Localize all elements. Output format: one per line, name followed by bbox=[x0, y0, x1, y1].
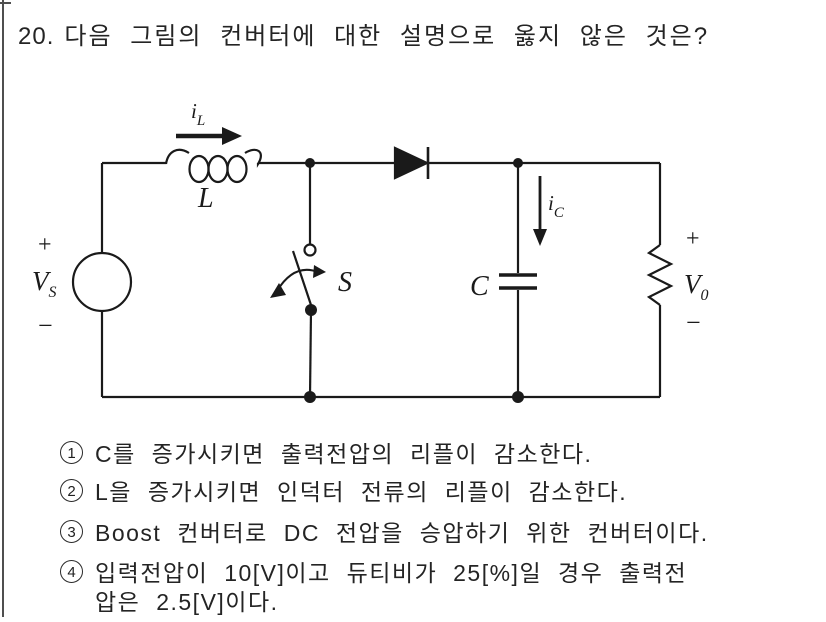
option-3-circled-number: 3 bbox=[60, 520, 83, 543]
inductor-label: L bbox=[197, 183, 214, 214]
inductor-symbol bbox=[164, 148, 262, 184]
switch-arrowhead-left bbox=[270, 283, 286, 298]
source-plus-sign: + bbox=[38, 232, 52, 258]
voltage-source-circle bbox=[71, 251, 133, 313]
diode-symbol bbox=[393, 146, 430, 180]
junction-dot bbox=[305, 158, 315, 168]
option-4-text: 입력전압이 10[V]이고 듀티비가 25[%]일 경우 출력전 압은 2.5[… bbox=[95, 559, 687, 617]
junction-dot bbox=[512, 391, 524, 403]
answer-option-1: 1 C를 증가시키면 출력전압의 리플이 감소한다. bbox=[60, 440, 592, 469]
question-text: 다음 그림의 컨버터에 대한 설명으로 옳지 않은 것은? bbox=[64, 23, 710, 50]
answer-option-2: 2 L을 증가시키면 인덕터 전류의 리플이 감소한다. bbox=[60, 478, 627, 507]
capacitor-current-arrowhead bbox=[533, 229, 547, 246]
junction-dot bbox=[304, 391, 316, 403]
option-4-line-1: 입력전압이 10[V]이고 듀티비가 25[%]일 경우 출력전 bbox=[95, 560, 688, 586]
voltage-source bbox=[71, 163, 133, 397]
capacitor-current-label: iC bbox=[548, 191, 565, 221]
switch-motion-arrow bbox=[276, 268, 319, 292]
switch-arrowhead-right bbox=[313, 265, 326, 278]
question-number: 20. bbox=[18, 23, 55, 50]
output-minus-sign: − bbox=[686, 308, 701, 337]
option-2-text: L을 증가시키면 인덕터 전류의 리플이 감소한다. bbox=[95, 479, 628, 505]
answer-option-4: 4 입력전압이 10[V]이고 듀티비가 25[%]일 경우 출력전 압은 2.… bbox=[60, 559, 687, 617]
page-top-border-tick bbox=[0, 2, 11, 4]
capacitor-symbol bbox=[499, 163, 537, 397]
output-voltage-label: V0 bbox=[684, 269, 709, 304]
junction-dot bbox=[513, 158, 523, 168]
output-plus-sign: + bbox=[686, 226, 700, 252]
source-minus-sign: − bbox=[38, 311, 53, 340]
capacitor-label: C bbox=[470, 271, 489, 302]
source-voltage-label: VS bbox=[32, 266, 57, 301]
option-4-circled-number: 4 bbox=[60, 560, 83, 583]
option-2-circled-number: 2 bbox=[60, 479, 83, 502]
boost-converter-circuit-diagram: + VS − iL L S iC C + V0 − bbox=[32, 99, 709, 403]
option-1-circled-number: 1 bbox=[60, 441, 83, 464]
answer-option-3: 3 Boost 컨버터로 DC 전압을 승압하기 위한 컨버터이다. bbox=[60, 519, 709, 548]
inductor-current-arrowhead bbox=[222, 127, 242, 145]
switch-open-terminal bbox=[303, 243, 317, 257]
option-1-text: C를 증가시키면 출력전압의 리플이 감소한다. bbox=[95, 441, 593, 467]
inductor-current-label: iL bbox=[191, 99, 205, 129]
switch-blade bbox=[291, 250, 314, 309]
option-4-line-2: 압은 2.5[V]이다. bbox=[95, 589, 279, 615]
page-left-border bbox=[2, 0, 4, 617]
question-title: 20. 다음 그림의 컨버터에 대한 설명으로 옳지 않은 것은? bbox=[18, 16, 818, 51]
switch-lower-terminal-dot bbox=[305, 304, 317, 316]
switch-symbol bbox=[276, 163, 319, 398]
load-resistor-symbol bbox=[646, 163, 674, 397]
option-3-text: Boost 컨버터로 DC 전압을 승압하기 위한 컨버터이다. bbox=[95, 520, 709, 546]
switch-label: S bbox=[338, 267, 352, 298]
